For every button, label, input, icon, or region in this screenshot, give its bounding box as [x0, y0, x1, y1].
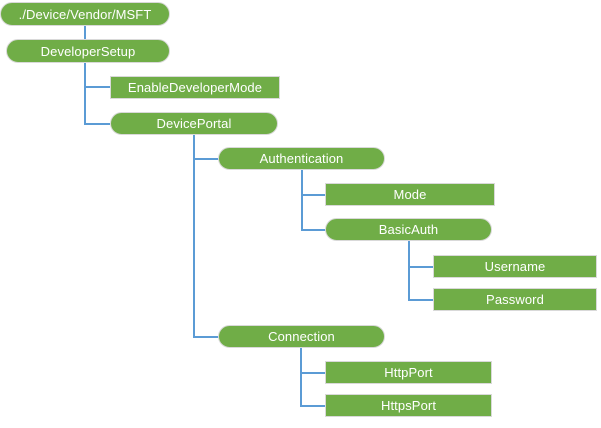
connector-developersetup-to-enable [84, 86, 110, 88]
tree-node-deviceportal[interactable]: DevicePortal [110, 112, 278, 135]
connector-developersetup-trunk [84, 61, 86, 125]
tree-node-label-authentication: Authentication [259, 151, 344, 166]
connector-deviceportal-to-auth [193, 158, 219, 160]
tree-node-label-developersetup: DeveloperSetup [40, 43, 136, 59]
connector-auth-to-basicauth [301, 229, 326, 231]
connector-developersetup-to-deviceportal [84, 123, 110, 125]
tree-node-mode[interactable]: Mode [325, 183, 495, 206]
tree-node-label-connection: Connection [268, 329, 335, 344]
connector-deviceportal-to-connection [193, 336, 219, 338]
tree-node-label-basicauth: BasicAuth [378, 222, 439, 237]
connector-connection-to-httpsport [300, 405, 326, 407]
tree-node-enabledevelopermode[interactable]: EnableDeveloperMode [110, 76, 280, 99]
tree-node-label-password: Password [486, 292, 544, 307]
tree-node-label-enabledevelopermode: EnableDeveloperMode [127, 80, 263, 95]
tree-node-authentication[interactable]: Authentication [218, 147, 385, 170]
tree-node-connection[interactable]: Connection [218, 325, 385, 348]
connector-root-to-developersetup [84, 24, 86, 41]
tree-node-httpport[interactable]: HttpPort [325, 361, 492, 384]
tree-node-label-root: ./Device/Vendor/MSFT [18, 6, 152, 22]
tree-node-label-httpport: HttpPort [384, 365, 433, 380]
connector-auth-to-mode [301, 194, 326, 196]
connector-basicauth-to-password [408, 299, 434, 301]
connector-deviceportal-trunk [193, 134, 195, 337]
tree-node-password[interactable]: Password [433, 288, 597, 311]
tree-node-label-httpsport: HttpsPort [380, 398, 437, 413]
connector-auth-trunk [301, 169, 303, 231]
tree-node-httpsport[interactable]: HttpsPort [325, 394, 492, 417]
connector-basicauth-trunk [408, 240, 410, 300]
connector-connection-trunk [300, 347, 302, 406]
tree-node-username[interactable]: Username [433, 255, 597, 278]
tree-node-basicauth[interactable]: BasicAuth [325, 218, 492, 241]
tree-node-root[interactable]: ./Device/Vendor/MSFT [0, 2, 170, 26]
tree-node-label-deviceportal: DevicePortal [156, 116, 232, 131]
connector-connection-to-httpport [300, 372, 326, 374]
tree-node-developersetup[interactable]: DeveloperSetup [6, 39, 170, 63]
tree-node-label-username: Username [484, 259, 546, 274]
tree-node-label-mode: Mode [393, 187, 427, 202]
connector-basicauth-to-username [408, 266, 434, 268]
